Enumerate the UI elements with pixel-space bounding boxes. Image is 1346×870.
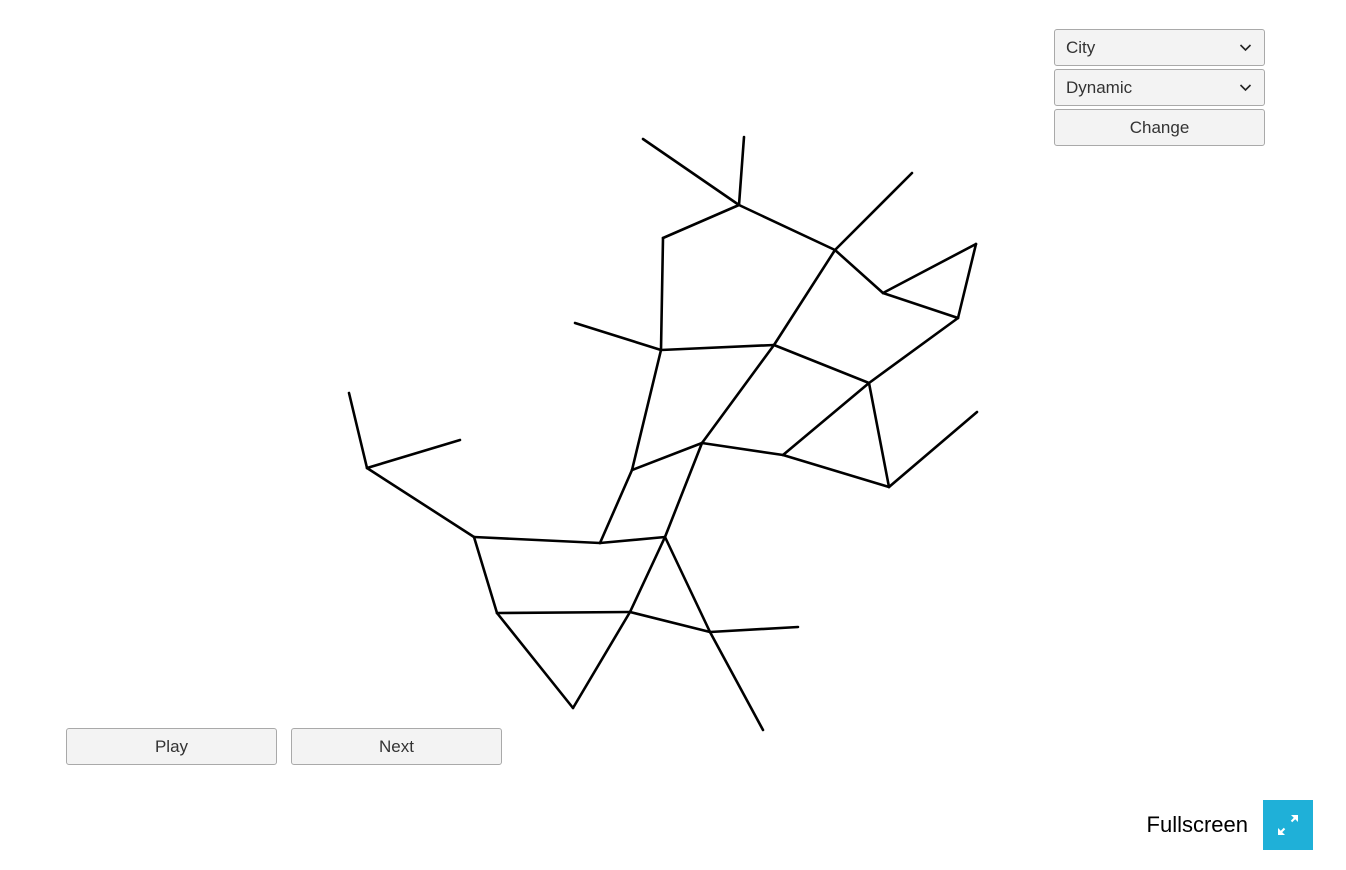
city-select[interactable]: City [1054, 29, 1265, 66]
graph-edge [867, 316, 960, 385]
graph-edge [772, 343, 871, 385]
graph-edge [663, 535, 712, 634]
graph-edge [881, 291, 960, 320]
graph-edge [630, 441, 704, 472]
graph-edge [781, 381, 871, 457]
graph-edge [737, 135, 746, 207]
graph-edge [641, 137, 741, 207]
graph-edge [708, 630, 765, 732]
graph-edge [833, 248, 885, 295]
graph-edge [630, 348, 663, 472]
graph-edge [700, 441, 785, 457]
graph-edge [598, 468, 634, 545]
graph-edge [663, 441, 704, 539]
graph-edge [472, 535, 499, 615]
change-button[interactable]: Change [1054, 109, 1265, 146]
mode-select[interactable]: Dynamic [1054, 69, 1265, 106]
graph-edge [867, 381, 891, 489]
fullscreen-label: Fullscreen [1146, 812, 1248, 837]
graph-edge [661, 203, 741, 240]
mode-select-value: Dynamic [1066, 78, 1133, 97]
graph-edge [881, 242, 978, 295]
graph-edge [365, 438, 462, 470]
graph-edge [737, 203, 837, 252]
graph-edge [781, 453, 891, 489]
city-select-value: City [1066, 38, 1096, 57]
graph-edge [573, 321, 663, 352]
next-button[interactable]: Next [291, 728, 502, 765]
chevron-down-icon [1239, 44, 1252, 52]
graph-edge [365, 466, 476, 539]
graph-edge [628, 610, 712, 634]
graph-edge [495, 610, 632, 615]
graph-edge [772, 248, 837, 347]
graph-edge [347, 391, 369, 470]
expand-arrows-icon [1263, 800, 1313, 850]
graph-edge [833, 171, 914, 252]
graph-edge [708, 625, 800, 634]
graph-edge [659, 236, 665, 352]
graph-edge [887, 410, 979, 489]
graph-edge [956, 242, 978, 320]
graph-edge [659, 343, 776, 352]
graph-edge [495, 611, 575, 710]
chevron-down-icon [1239, 84, 1252, 92]
graph-edge [472, 535, 602, 545]
graph-edge [628, 535, 667, 614]
graph-edge [571, 610, 632, 710]
play-button[interactable]: Play [66, 728, 277, 765]
graph-edge [598, 535, 667, 545]
graph-edge [700, 343, 776, 445]
fullscreen-button[interactable] [1263, 800, 1313, 850]
